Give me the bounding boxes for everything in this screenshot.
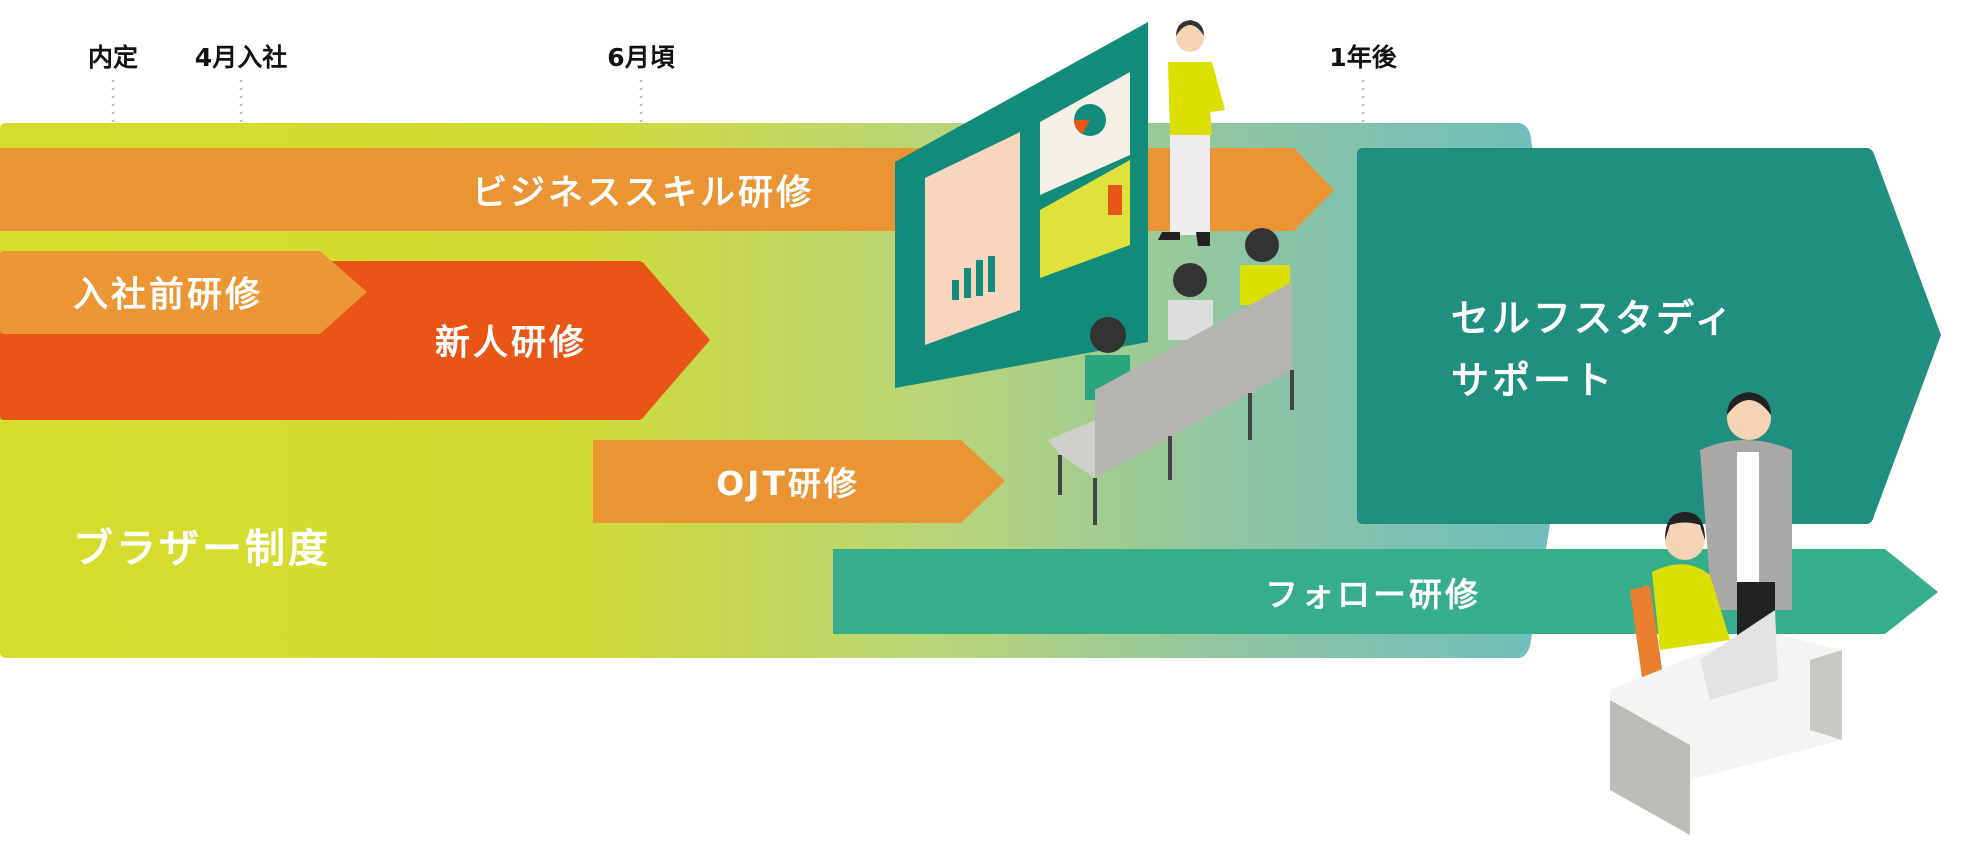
milestone-june: 6月頃 [607, 43, 675, 72]
follow-up-label: フォロー研修 [1265, 575, 1481, 614]
milestone-offer: 内定 [87, 43, 139, 72]
desk-illustration [1610, 392, 1842, 835]
presentation-illustration [895, 20, 1294, 525]
self-study-label-line2: サポート [1451, 358, 1616, 403]
business-skill-label: ビジネススキル研修 [471, 173, 815, 214]
milestone-april-join: 4月入社 [194, 43, 288, 72]
brother-system-label: ブラザー制度 [73, 526, 331, 572]
milestone-one-year: 1年後 [1329, 43, 1397, 72]
self-study-arrow [1357, 148, 1941, 524]
pre-entry-label: 入社前研修 [73, 275, 264, 316]
ojt-arrow [593, 440, 1005, 523]
ojt-label: OJT研修 [716, 464, 860, 503]
pre-entry-arrow [0, 251, 367, 334]
brother-system-band [0, 123, 1572, 658]
self-study-label-line1: セルフスタディ [1451, 296, 1736, 341]
new-hire-label: 新人研修 [434, 323, 588, 364]
